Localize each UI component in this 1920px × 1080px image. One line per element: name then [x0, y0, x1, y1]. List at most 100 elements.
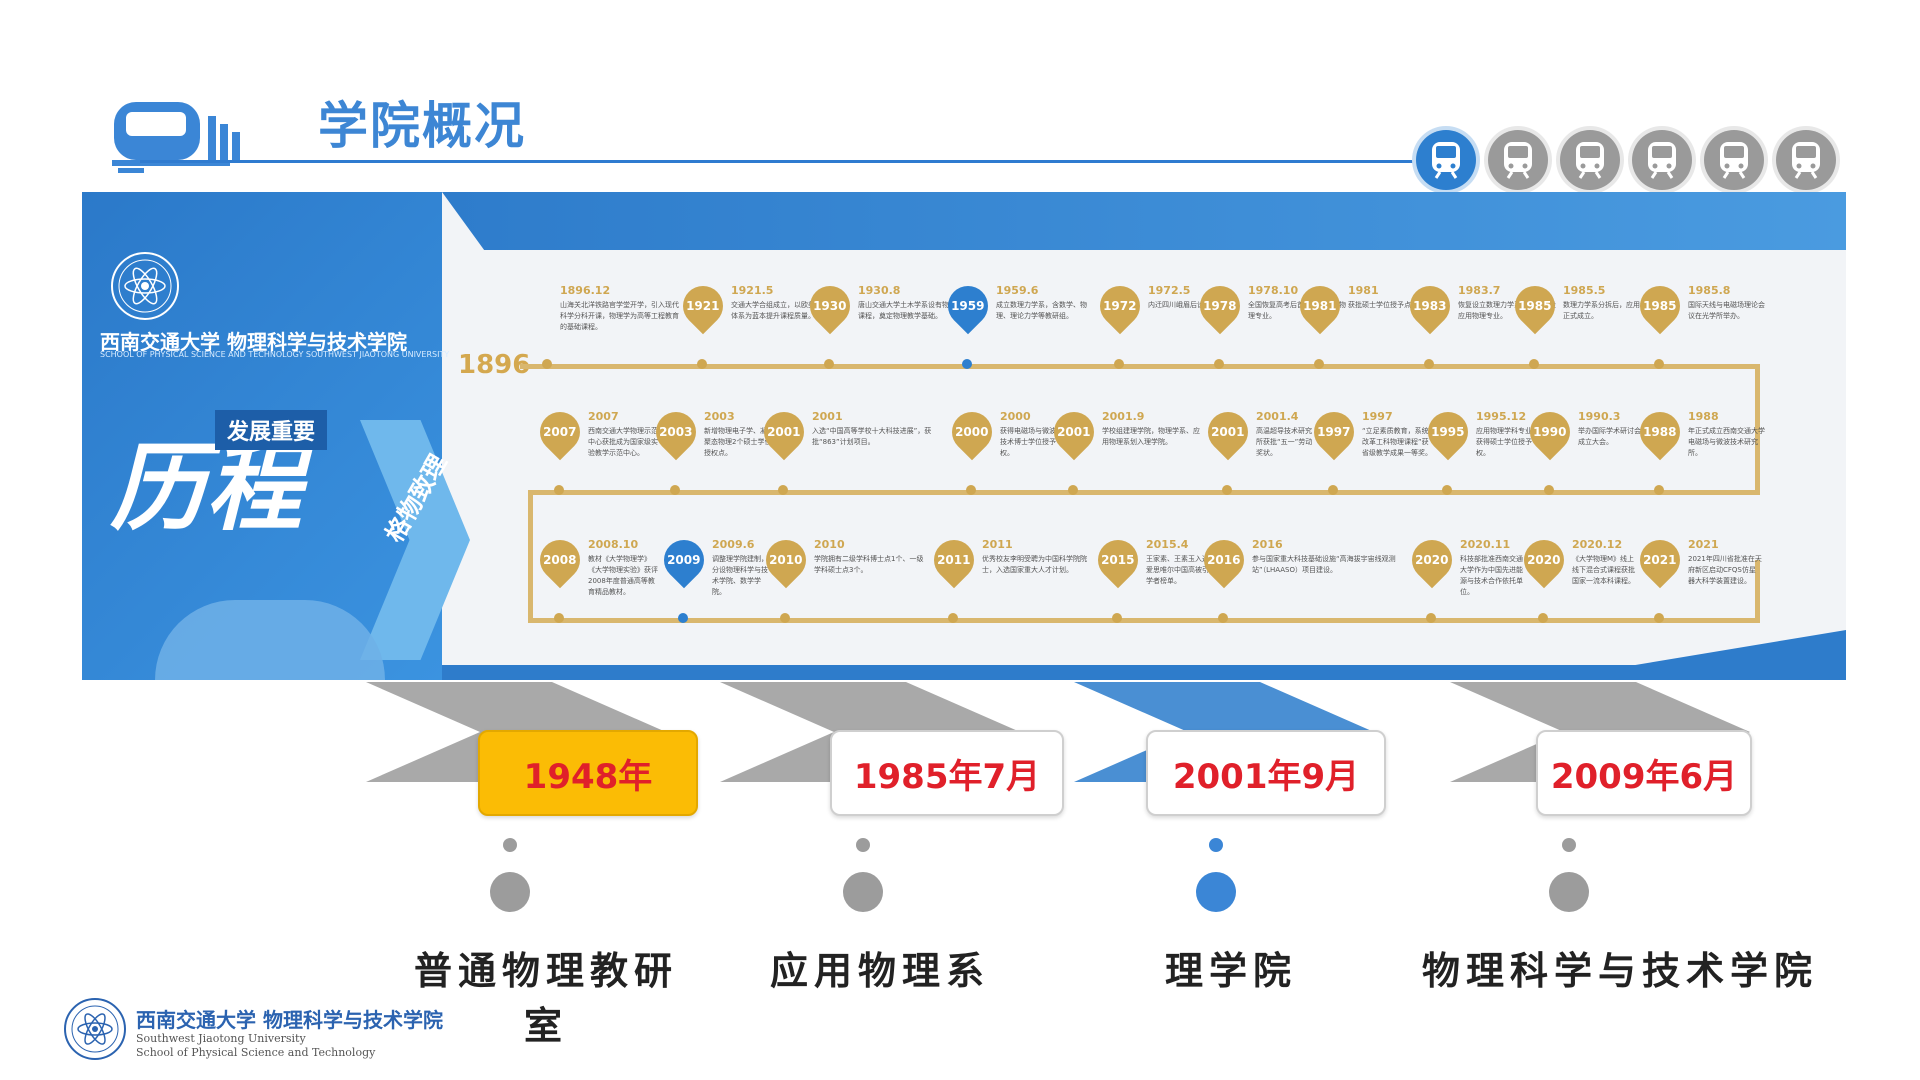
nav-item-6[interactable] [1776, 130, 1836, 190]
train-icon [1648, 142, 1676, 179]
timeline-dot [1222, 485, 1232, 495]
timeline-dot [1218, 613, 1228, 623]
stage-node [490, 872, 530, 912]
banner-tag: 发展重要 [215, 410, 328, 450]
timeline-dot [824, 359, 834, 369]
stage-date-2001[interactable]: 2001年9月 [1146, 730, 1386, 816]
stage-stem-dot [1562, 838, 1576, 852]
nav-item-4[interactable] [1632, 130, 1692, 190]
timeline-dot [948, 613, 958, 623]
year-pin[interactable]: 2009 [655, 531, 713, 589]
year-pin[interactable]: 1985 [1506, 277, 1564, 335]
year-pin[interactable]: 2016 [1195, 531, 1253, 589]
stage-stem-dot [1209, 838, 1223, 852]
year-pin[interactable]: 1981 [1291, 277, 1349, 335]
year-pin[interactable]: 1988 [1631, 403, 1689, 461]
timeline-dot [1314, 359, 1324, 369]
timeline-dot [1529, 359, 1539, 369]
stage-stem-dot [856, 838, 870, 852]
year-pin[interactable]: 1997 [1305, 403, 1363, 461]
college-name-en: SCHOOL OF PHYSICAL SCIENCE AND TECHNOLOG… [100, 350, 450, 359]
year-pin[interactable]: 2021 [1631, 531, 1689, 589]
timeline-dot [1654, 613, 1664, 623]
stage-node [843, 872, 883, 912]
year-pin[interactable]: 1995 [1419, 403, 1477, 461]
timeline-dot [678, 613, 688, 623]
timeline-dot [780, 613, 790, 623]
year-pin[interactable]: 2011 [925, 531, 983, 589]
stage-date-1985[interactable]: 1985年7月 [830, 730, 1064, 816]
year-pin[interactable]: 1990 [1521, 403, 1579, 461]
timeline-dot [1424, 359, 1434, 369]
year-pin[interactable]: 1985 [1631, 277, 1689, 335]
year-pin[interactable]: 2001 [1045, 403, 1103, 461]
nav-item-3[interactable] [1560, 130, 1620, 190]
timeline-dot [1328, 485, 1338, 495]
train-icon [112, 102, 240, 173]
nav-item-1[interactable] [1416, 130, 1476, 190]
year-pin[interactable]: 1972 [1091, 277, 1149, 335]
timeline-dot [778, 485, 788, 495]
train-icon [1504, 142, 1532, 179]
timeline-start-year: 1896 [458, 350, 531, 380]
timeline-dot [1114, 359, 1124, 369]
stage-label-4: 物理科学与技术学院 [1421, 949, 1818, 993]
timeline-dot [1214, 359, 1224, 369]
year-pin[interactable]: 2001 [755, 403, 813, 461]
stage-node [1549, 872, 1589, 912]
year-pin[interactable]: 2003 [647, 403, 705, 461]
year-pin[interactable]: 2020 [1403, 531, 1461, 589]
stage-label-2: 应用物理系 [769, 949, 990, 993]
timeline-track-connector-right [1755, 364, 1760, 494]
year-pin[interactable]: 1983 [1401, 277, 1459, 335]
year-pin[interactable]: 1959 [939, 277, 997, 335]
timeline-dot [1068, 485, 1078, 495]
header-train-logo [112, 96, 242, 180]
stage-node [1196, 872, 1236, 912]
year-pin[interactable]: 1930 [801, 277, 859, 335]
year-pin[interactable]: 2010 [757, 531, 815, 589]
timeline-track-row3 [528, 618, 1760, 623]
year-pin[interactable]: 2000 [943, 403, 1001, 461]
banner-top-stripe [442, 192, 1846, 250]
footer-college-cn: 西南交通大学 物理科学与技术学院 [136, 1008, 443, 1032]
timeline-dot [554, 485, 564, 495]
year-pin[interactable]: 1921 [674, 277, 732, 335]
year-pin[interactable]: 2020 [1515, 531, 1573, 589]
stage-date-1948[interactable]: 1948年 [478, 730, 698, 816]
gear-decoration [155, 600, 385, 680]
stage-date-2009[interactable]: 2009年6月 [1536, 730, 1752, 816]
year-pin[interactable]: 2007 [531, 403, 589, 461]
timeline-track-connector-right2 [1755, 560, 1760, 620]
year-pin[interactable]: 1978 [1191, 277, 1249, 335]
timeline-dot [966, 485, 976, 495]
timeline-dot [1442, 485, 1452, 495]
college-seal-icon [100, 250, 190, 326]
year-pin[interactable]: 2008 [531, 531, 589, 589]
train-icon [1720, 142, 1748, 179]
nav-item-5[interactable] [1704, 130, 1764, 190]
nav-item-2[interactable] [1488, 130, 1548, 190]
train-icon [1792, 142, 1820, 179]
timeline-track-row1 [520, 364, 1760, 369]
timeline-track-row2 [530, 490, 1760, 495]
timeline-dot [962, 359, 972, 369]
year-pin[interactable]: 2015 [1089, 531, 1147, 589]
year-pin[interactable]: 2001 [1199, 403, 1257, 461]
footer-university-en: Southwest Jiaotong University [136, 1032, 306, 1045]
